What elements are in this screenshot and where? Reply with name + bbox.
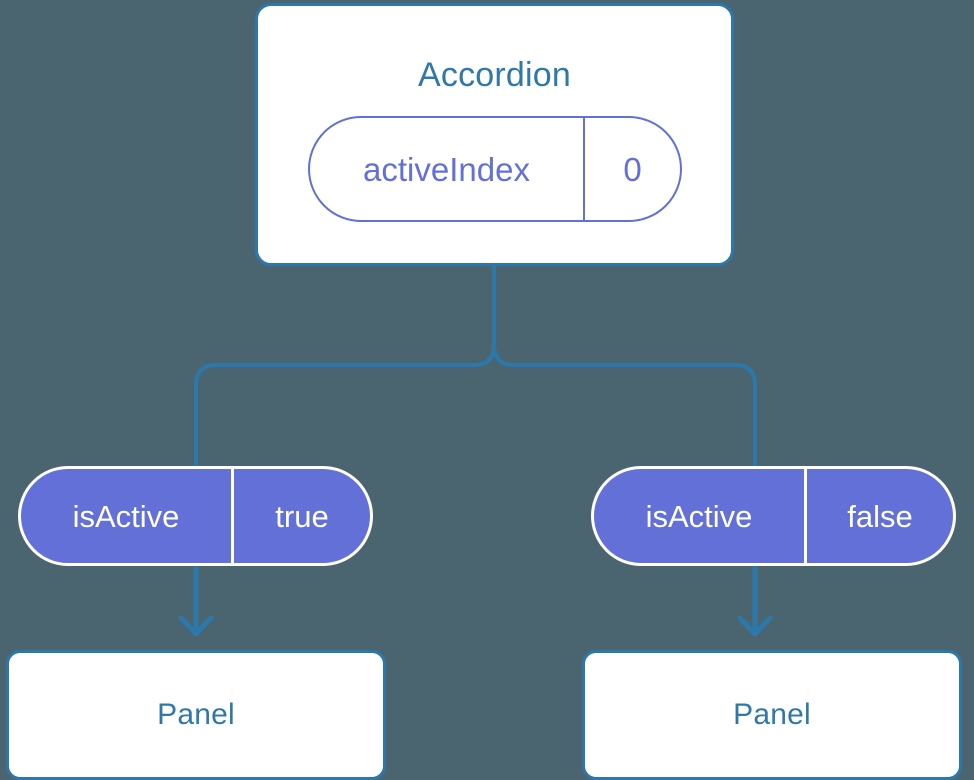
prop-pill-key: isActive xyxy=(21,469,234,563)
arrowhead-right xyxy=(737,615,773,637)
prop-pill-key: isActive xyxy=(594,469,807,563)
connector-split-path xyxy=(194,264,496,468)
prop-pill-isactive-left[interactable]: isActive true xyxy=(18,466,373,566)
prop-pill-key: activeIndex xyxy=(310,118,585,220)
connector-split-path-right xyxy=(492,343,757,468)
prop-pill-isactive-right[interactable]: isActive false xyxy=(591,466,956,566)
accordion-node-title: Accordion xyxy=(418,56,571,94)
prop-pill-value: true xyxy=(275,498,329,534)
panel-node-title: Panel xyxy=(157,698,235,731)
prop-pill-value: false xyxy=(847,498,913,534)
arrowhead-left xyxy=(178,615,214,637)
prop-pill-value: 0 xyxy=(623,150,642,188)
panel-node-card-right[interactable]: Panel xyxy=(582,650,962,780)
prop-pill-activeindex[interactable]: activeIndex 0 xyxy=(308,116,682,222)
panel-node-card-left[interactable]: Panel xyxy=(6,650,386,780)
panel-node-title: Panel xyxy=(733,698,811,731)
